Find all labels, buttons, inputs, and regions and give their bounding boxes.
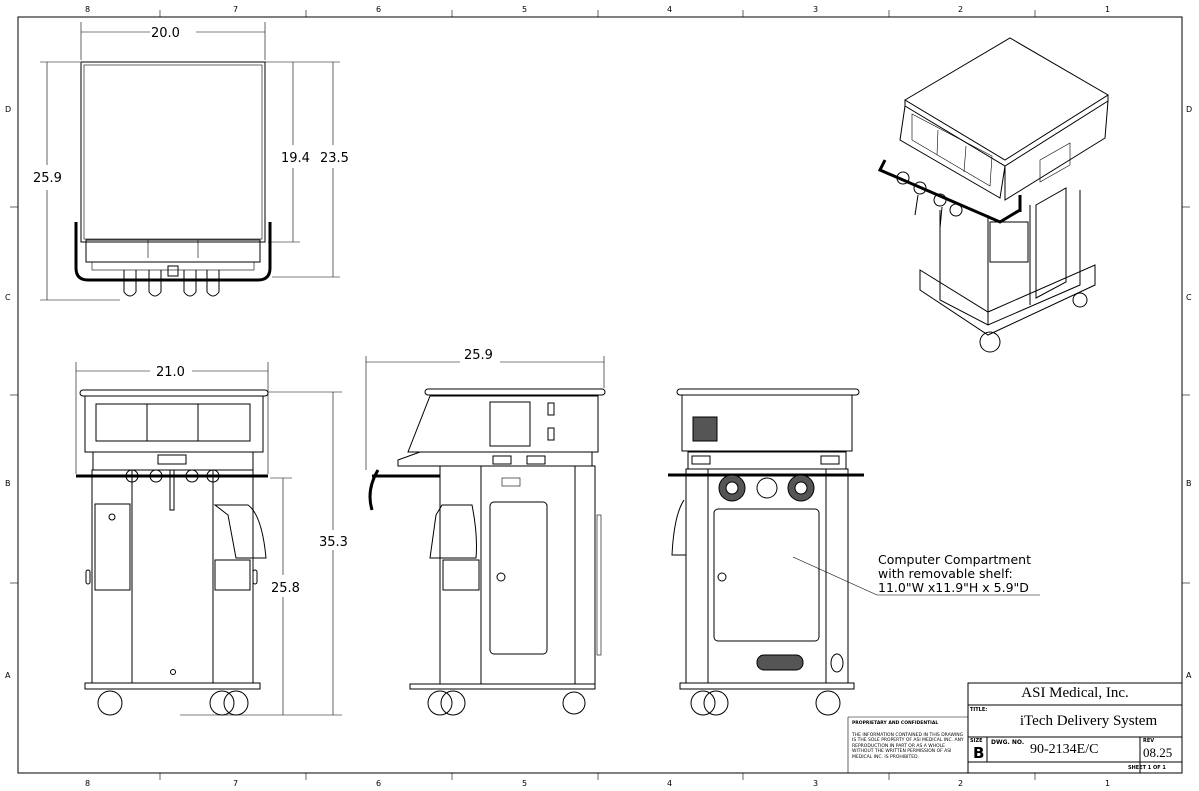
zone-col-7: 7 <box>233 5 238 14</box>
zone-col-3-bottom: 3 <box>813 779 818 788</box>
dim-top-inner: 19.4 <box>281 151 310 166</box>
size-label: SIZE <box>970 738 983 744</box>
computer-compartment-note: Computer Compartment with removable shel… <box>878 553 1031 595</box>
zone-labels: 8 7 6 5 4 3 2 1 8 7 6 5 4 3 2 1 D C B A … <box>5 5 1192 788</box>
zone-row-c-right: C <box>1186 293 1192 302</box>
zone-col-8-bottom: 8 <box>85 779 90 788</box>
zone-col-1: 1 <box>1105 5 1110 14</box>
front-view: 21.0 35.3 25.8 <box>75 362 348 716</box>
zone-col-5-bottom: 5 <box>522 779 527 788</box>
zone-col-6: 6 <box>376 5 381 14</box>
dim-top-depth: 25.9 <box>33 171 62 186</box>
side-view: 25.9 <box>365 348 606 716</box>
zone-row-b: B <box>5 479 11 488</box>
zone-col-6-bottom: 6 <box>376 779 381 788</box>
zone-col-1-bottom: 1 <box>1105 779 1110 788</box>
sheet-count: SHEET 1 OF 1 <box>1128 765 1166 771</box>
top-view: 20.0 25.9 19.4 23.5 <box>33 22 349 301</box>
zone-row-a: A <box>5 671 11 680</box>
note-line-1: Computer Compartment <box>878 552 1031 567</box>
dim-top-width: 20.0 <box>151 26 180 41</box>
dim-front-height: 35.3 <box>319 535 348 550</box>
proprietary-heading: PROPRIETARY AND CONFIDENTIAL <box>852 721 939 726</box>
isometric-view <box>877 37 1109 353</box>
title-block-frame <box>847 682 1183 774</box>
zone-row-d-right: D <box>1186 105 1192 114</box>
zone-row-b-right: B <box>1186 479 1192 488</box>
dim-front-width: 21.0 <box>156 365 185 380</box>
zone-col-8: 8 <box>85 5 90 14</box>
zone-col-4-bottom: 4 <box>667 779 672 788</box>
drawing-title: iTech Delivery System <box>1019 713 1158 729</box>
sheet-size: B <box>973 744 985 762</box>
note-line-2: with removable shelf: <box>878 566 1013 581</box>
note-line-3: 11.0"W x11.9"H x 5.9"D <box>878 580 1029 595</box>
dwg-no-label: DWG. NO. <box>991 739 1025 746</box>
back-view <box>668 388 1040 716</box>
zone-row-c: C <box>5 293 11 302</box>
dim-side-depth: 25.9 <box>464 348 493 363</box>
zone-row-a-right: A <box>1186 671 1192 680</box>
company-name: ASI Medical, Inc. <box>1021 685 1129 701</box>
zone-col-2-bottom: 2 <box>958 779 963 788</box>
proprietary-text: THE INFORMATION CONTAINED IN THIS DRAWIN… <box>852 733 964 760</box>
dim-top-overall: 23.5 <box>320 151 349 166</box>
zone-col-3: 3 <box>813 5 818 14</box>
zone-row-d: D <box>5 105 11 114</box>
zone-col-4: 4 <box>667 5 672 14</box>
zone-col-2: 2 <box>958 5 963 14</box>
dim-handle-height: 25.8 <box>271 581 300 596</box>
zone-col-5: 5 <box>522 5 527 14</box>
drawing-number: 90-2134E/C <box>1030 742 1099 757</box>
rev-label: REV <box>1143 738 1155 744</box>
zone-col-7-bottom: 7 <box>233 779 238 788</box>
revision: 08.25 <box>1143 745 1173 760</box>
zone-ticks <box>10 10 1190 780</box>
title-label: TITLE: <box>970 707 988 713</box>
